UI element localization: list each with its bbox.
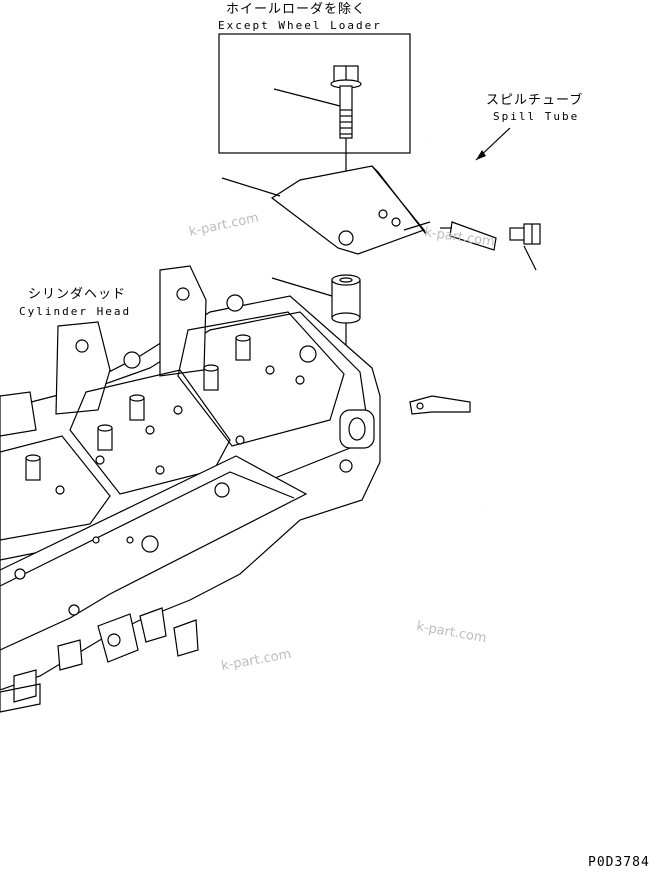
cylinder-head — [0, 265, 381, 713]
label-cylinder-head-jp: シリンダヘッド — [28, 287, 126, 302]
leader-spacer — [271, 277, 333, 297]
drawing-code: P0D3784 — [588, 855, 650, 870]
flange-bolt — [330, 65, 362, 139]
banjo-bolt — [509, 223, 541, 245]
label-spill-tube-en: Spill Tube — [493, 110, 579, 123]
inset-box — [218, 33, 411, 154]
leader-banjo-bolt — [523, 245, 537, 271]
label-cylinder-head-en: Cylinder Head — [19, 305, 131, 318]
bracket-plate — [270, 165, 431, 255]
watermark: k-part.com — [188, 211, 260, 240]
arrow-spill-tube — [476, 150, 486, 160]
label-spill-tube-jp: スピルチューブ — [486, 92, 583, 108]
leader-bolt — [273, 88, 341, 107]
leader-bracket — [221, 177, 281, 197]
spill-tube — [409, 137, 497, 507]
label-except-wheel-loader-jp: ホイールローダを除く — [226, 2, 366, 17]
watermark: k-part.com — [220, 647, 292, 674]
watermark: k-part.com — [415, 619, 487, 646]
spacer-collar — [331, 274, 361, 324]
label-except-wheel-loader-en: Except Wheel Loader — [218, 19, 382, 32]
